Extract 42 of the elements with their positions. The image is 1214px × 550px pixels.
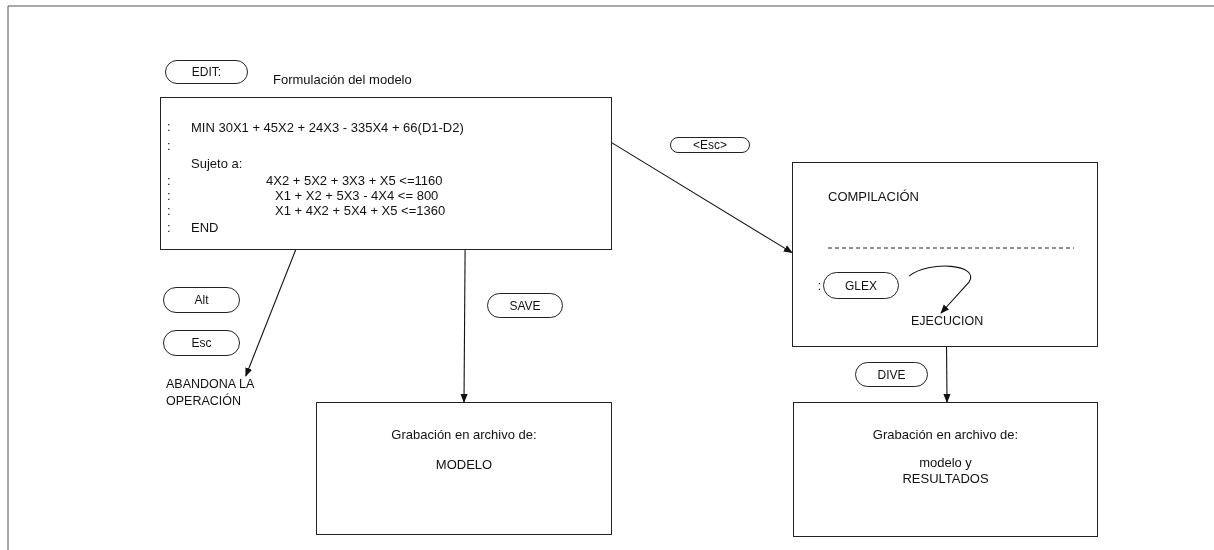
node-label: ABANDONA LA OPERACIÓN [166, 376, 306, 416]
curved-arrow [908, 265, 972, 314]
process-box [316, 402, 612, 535]
key-label: GLEX [845, 278, 877, 293]
prompt-colon: : [167, 188, 171, 203]
arrow [245, 249, 297, 377]
box-text: modelo y RESULTADOS [902, 455, 989, 487]
formula-text: Sujeto a: [191, 156, 243, 171]
key-label: SAVE [509, 298, 541, 313]
process-box [793, 402, 1098, 537]
formula-text: X1 + 4X2 + 5X4 + X5 <=1360 [275, 203, 446, 218]
key-button [670, 137, 750, 153]
prompt-colon: : [167, 138, 171, 153]
box-title: Formulación del modelo [273, 72, 412, 87]
arrow [460, 249, 468, 403]
prompt-colon: : [167, 173, 171, 188]
box-heading: COMPILACIÓN [828, 189, 919, 204]
key-label: Esc [191, 336, 212, 350]
key-button [855, 362, 928, 387]
box-text: Grabación en archivo de: [390, 427, 538, 442]
key-label: Alt [194, 293, 209, 307]
prompt-colon: : [167, 203, 171, 218]
prompt-colon: : [817, 278, 821, 293]
key-label: <Esc> [693, 138, 727, 152]
key-button [165, 60, 248, 84]
prompt-colon: : [167, 220, 171, 235]
key-button [163, 287, 240, 313]
formula-text: END [191, 220, 219, 235]
arrow [943, 346, 951, 403]
box-text: MODELO [434, 457, 494, 472]
node-label: EJECUCION [911, 313, 1031, 335]
box-text: Grabación en archivo de: [871, 427, 1020, 442]
prompt-colon: : [167, 119, 171, 134]
process-box [792, 162, 1098, 347]
key-button [163, 330, 240, 356]
formula-text: MIN 30X1 + 45X2 + 24X3 - 335X4 + 66(D1-D2) [191, 120, 464, 135]
key-label: DIVE [877, 367, 906, 382]
arrow [611, 142, 793, 254]
key-button [487, 293, 563, 318]
key-label: EDIT: [191, 65, 222, 79]
formula-text: X1 + X2 + 5X3 - 4X4 <= 800 [275, 188, 439, 203]
formula-text: 4X2 + 5X2 + 3X3 + X5 <=1160 [266, 173, 443, 188]
